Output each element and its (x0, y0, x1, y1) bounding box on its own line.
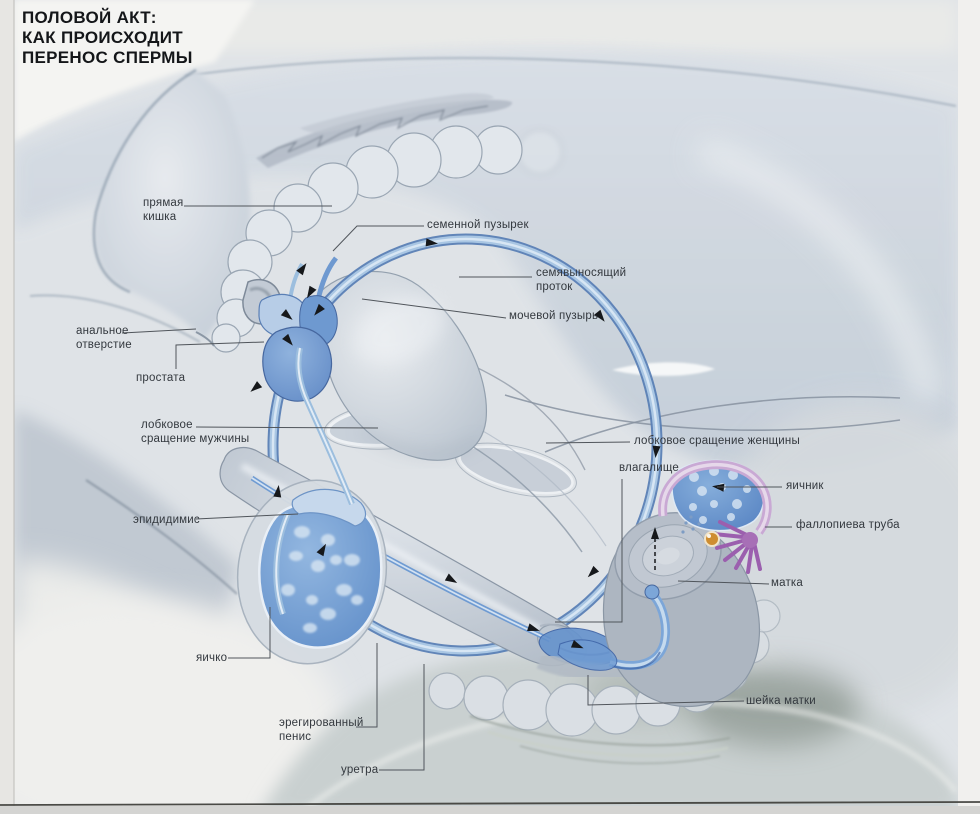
ovary-group (658, 459, 772, 574)
label-prostate: простата (136, 372, 186, 384)
label-cervix: шейка матки (746, 695, 816, 707)
label-bladder: мочевой пузырь (509, 310, 599, 322)
male-buttock (95, 70, 251, 340)
sperm-flow-arrows (250, 238, 725, 649)
uterus-group (536, 511, 760, 707)
label-seminal-vesicle: семенной пузырек (427, 219, 529, 231)
egg-cell (704, 531, 720, 547)
uterus-fundus-rings (614, 511, 722, 601)
anus-pinch (195, 331, 215, 347)
sperm-specks (681, 515, 701, 534)
testicle (258, 498, 383, 649)
body-fold-contour-3 (459, 359, 586, 471)
testicle-lobules (281, 526, 363, 633)
female-abdomen-mass (710, 400, 980, 720)
label-vagina: влагалище (619, 462, 679, 474)
leader-lines (121, 205, 792, 771)
fimbriae-base (742, 532, 758, 548)
label-pubic-male: лобковое сращение мужчины (141, 419, 250, 446)
labia-folds (469, 715, 731, 765)
lower-left-light (0, 600, 340, 814)
label-testicle: яичко (196, 652, 228, 664)
label-pubic-female: лобковое сращение женщины (634, 435, 800, 447)
label-fallopian-tube: фаллопиева труба (796, 519, 900, 531)
label-erect-penis: эрегированный пенис (279, 717, 364, 744)
label-epididymis: эпидидимис (133, 514, 200, 526)
female-pubic-fold-2 (469, 423, 607, 547)
bladder (316, 270, 488, 461)
body-fold-contour-1 (504, 394, 901, 431)
label-urethra: уретра (341, 764, 379, 776)
label-ovary: яичник (786, 480, 824, 492)
figure-title-line-3: ПЕРЕНОС СПЕРМЫ (22, 48, 193, 68)
label-rectum: прямая кишка (143, 197, 184, 224)
right-page-margin (958, 0, 980, 814)
ovary-follicles (689, 466, 751, 524)
label-vas-deferens: семявыносящий проток (536, 267, 627, 294)
label-anus: анальное отверстие (76, 325, 132, 352)
male-back-contour (184, 57, 957, 107)
buttock-contour (92, 68, 197, 294)
figure-title-line-2: КАК ПРОИСХОДИТ (22, 28, 183, 48)
figure-title: ПОЛОВОЙ АКТ: КАК ПРОИСХОДИТ ПЕРЕНОС СПЕР… (22, 8, 193, 68)
thigh-edge-contour (85, 479, 238, 595)
bottom-page-edge (0, 801, 980, 806)
figure-title-line-1: ПОЛОВОЙ АКТ: (22, 8, 157, 27)
abdomen-sheen (695, 137, 943, 404)
body-fold-contour-2 (544, 396, 901, 453)
label-uterus: матка (771, 577, 803, 589)
testis-group (236, 347, 388, 665)
left-page-margin (0, 0, 14, 814)
title-corner-light (14, 0, 255, 142)
bottom-strip (0, 806, 980, 814)
gluteal-fold (29, 294, 201, 343)
spine (256, 93, 513, 168)
